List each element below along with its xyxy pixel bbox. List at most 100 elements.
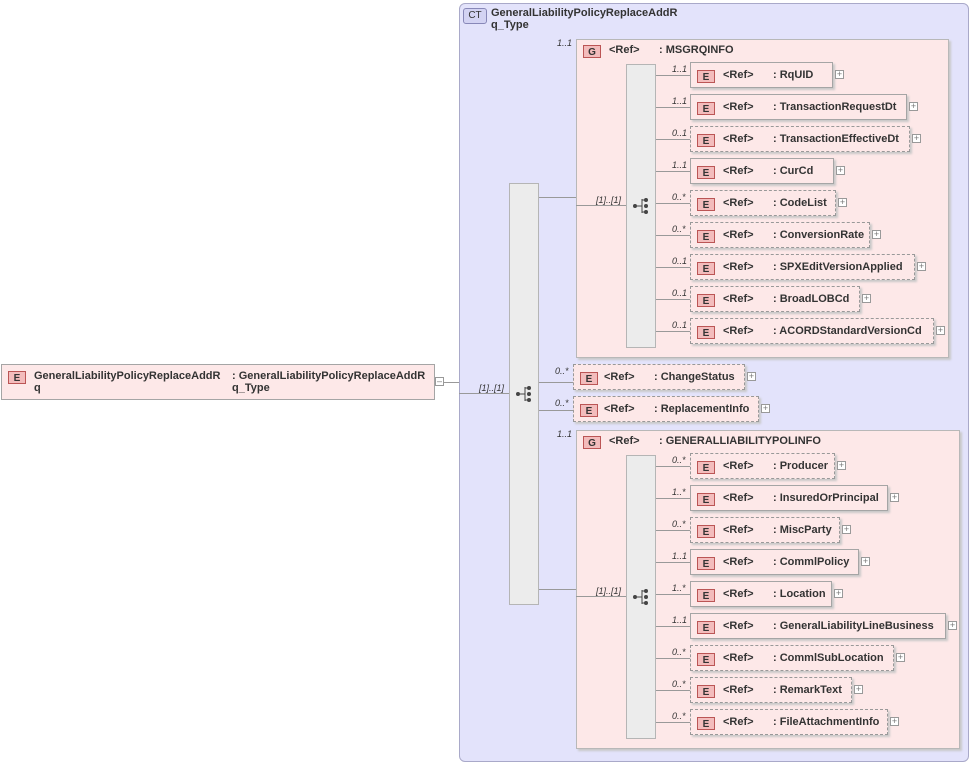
element-box[interactable]: E<Ref>: ACORDStandardVersionCd (690, 318, 934, 344)
expand-icon[interactable]: + (842, 524, 851, 534)
element-name: : ConversionRate (773, 229, 865, 241)
group-cardinality: 1..1 (557, 38, 573, 48)
element-ref-label: <Ref> (604, 403, 635, 415)
expand-icon[interactable]: + (890, 716, 899, 726)
expand-icon[interactable]: + (834, 588, 843, 598)
element-name: : InsuredOrPrincipal (773, 492, 879, 504)
expand-icon[interactable]: + (862, 293, 871, 303)
element-box[interactable]: E<Ref>: ReplacementInfo (573, 396, 759, 422)
group-ref-label: <Ref> (609, 435, 640, 447)
element-box[interactable]: E<Ref>: TransactionRequestDt (690, 94, 907, 120)
element-name: : RqUID (773, 69, 814, 81)
element-badge: E (697, 102, 715, 115)
element-cardinality: 1..1 (672, 551, 688, 561)
expand-icon[interactable]: + (837, 460, 846, 470)
element-cardinality: 1..* (672, 583, 686, 593)
expand-icon[interactable]: + (948, 620, 957, 630)
element-cardinality: 0..* (672, 192, 686, 202)
element-badge: E (580, 372, 598, 385)
element-badge: E (8, 371, 26, 384)
element-box[interactable]: E <Ref> : Producer (690, 453, 835, 479)
expand-icon[interactable]: + (896, 652, 905, 662)
element-box[interactable]: E<Ref>: InsuredOrPrincipal (690, 485, 888, 511)
group-name: : MSGRQINFO (659, 44, 734, 56)
element-ref-label: <Ref> (723, 261, 754, 273)
connector (656, 171, 690, 172)
element-name: : CommlSubLocation (773, 652, 884, 664)
expand-icon[interactable]: + (747, 371, 756, 381)
element-name: : Producer (773, 460, 829, 472)
element-badge: E (697, 461, 715, 474)
group1-sequence-cardinality: [1]..[1] (596, 195, 622, 205)
expand-icon[interactable]: + (854, 684, 863, 694)
expand-icon[interactable]: + (912, 133, 921, 143)
expand-icon[interactable]: + (838, 197, 847, 207)
element-name: : Location (773, 588, 826, 600)
expand-icon[interactable]: + (917, 261, 926, 271)
expand-icon[interactable]: + (836, 165, 845, 175)
connector (656, 594, 690, 595)
element-box[interactable]: E<Ref>: CommlPolicy (690, 549, 859, 575)
element-badge: E (697, 198, 715, 211)
connector (656, 530, 690, 531)
connector (576, 596, 626, 597)
element-box[interactable]: E<Ref>: GeneralLiabilityLineBusiness (690, 613, 946, 639)
element-box[interactable]: E<Ref>: CurCd (690, 158, 834, 184)
element-box[interactable]: E<Ref>: CommlSubLocation (690, 645, 894, 671)
element-badge: E (697, 589, 715, 602)
group2-sequence-cardinality: [1]..[1] (596, 586, 622, 596)
element-box[interactable]: E<Ref>: FileAttachmentInfo (690, 709, 888, 735)
element-ref-label: <Ref> (723, 325, 754, 337)
expand-icon[interactable]: + (861, 556, 870, 566)
element-ref-label: <Ref> (723, 524, 754, 536)
expand-icon[interactable]: + (909, 101, 918, 111)
element-ref-label: <Ref> (723, 229, 754, 241)
element-box[interactable]: E<Ref>: CodeList (690, 190, 836, 216)
connector (656, 139, 690, 140)
element-box[interactable]: E<Ref>: ConversionRate (690, 222, 870, 248)
element-ref-label: <Ref> (723, 684, 754, 696)
element-badge: E (697, 621, 715, 634)
element-box[interactable]: E<Ref>: SPXEditVersionApplied (690, 254, 915, 280)
connector (656, 658, 690, 659)
group-badge: G (583, 45, 601, 58)
element-ref-label: <Ref> (723, 197, 754, 209)
element-box[interactable]: E<Ref>: MiscParty (690, 517, 840, 543)
sequence-icon (632, 588, 652, 609)
element-cardinality: 1..1 (672, 615, 688, 625)
connector (656, 722, 690, 723)
element-box[interactable]: E<Ref>: BroadLOBCd (690, 286, 860, 312)
element-box[interactable]: E<Ref>: RqUID (690, 62, 833, 88)
element-cardinality: 0..1 (672, 256, 688, 266)
element-badge: E (697, 262, 715, 275)
connector (656, 690, 690, 691)
connector (539, 410, 573, 411)
element-name: : CurCd (773, 165, 814, 177)
connector (656, 75, 690, 76)
element-ref-label: <Ref> (723, 293, 754, 305)
element-ref-label: <Ref> (723, 460, 754, 472)
element-box[interactable]: E<Ref>: ChangeStatus (573, 364, 745, 390)
connector (539, 197, 576, 198)
element-name: : BroadLOBCd (773, 293, 850, 305)
element-box[interactable]: E<Ref>: RemarkText (690, 677, 852, 703)
expand-icon[interactable]: + (890, 492, 899, 502)
expand-icon[interactable]: + (835, 69, 844, 79)
element-name: : CommlPolicy (773, 556, 850, 568)
expand-icon[interactable]: + (872, 229, 881, 239)
connector (656, 466, 690, 467)
element-box[interactable]: E<Ref>: TransactionEffectiveDt (690, 126, 910, 152)
element-name: : ChangeStatus (654, 371, 735, 383)
expand-icon[interactable]: + (761, 403, 770, 413)
element-box[interactable]: E<Ref>: Location (690, 581, 832, 607)
element-cardinality: 0..* (672, 679, 686, 689)
connector (656, 626, 690, 627)
collapse-icon[interactable]: – (435, 376, 444, 386)
sequence-icon (515, 385, 535, 406)
expand-icon[interactable]: + (936, 325, 945, 335)
element-cardinality: 0..* (672, 455, 686, 465)
